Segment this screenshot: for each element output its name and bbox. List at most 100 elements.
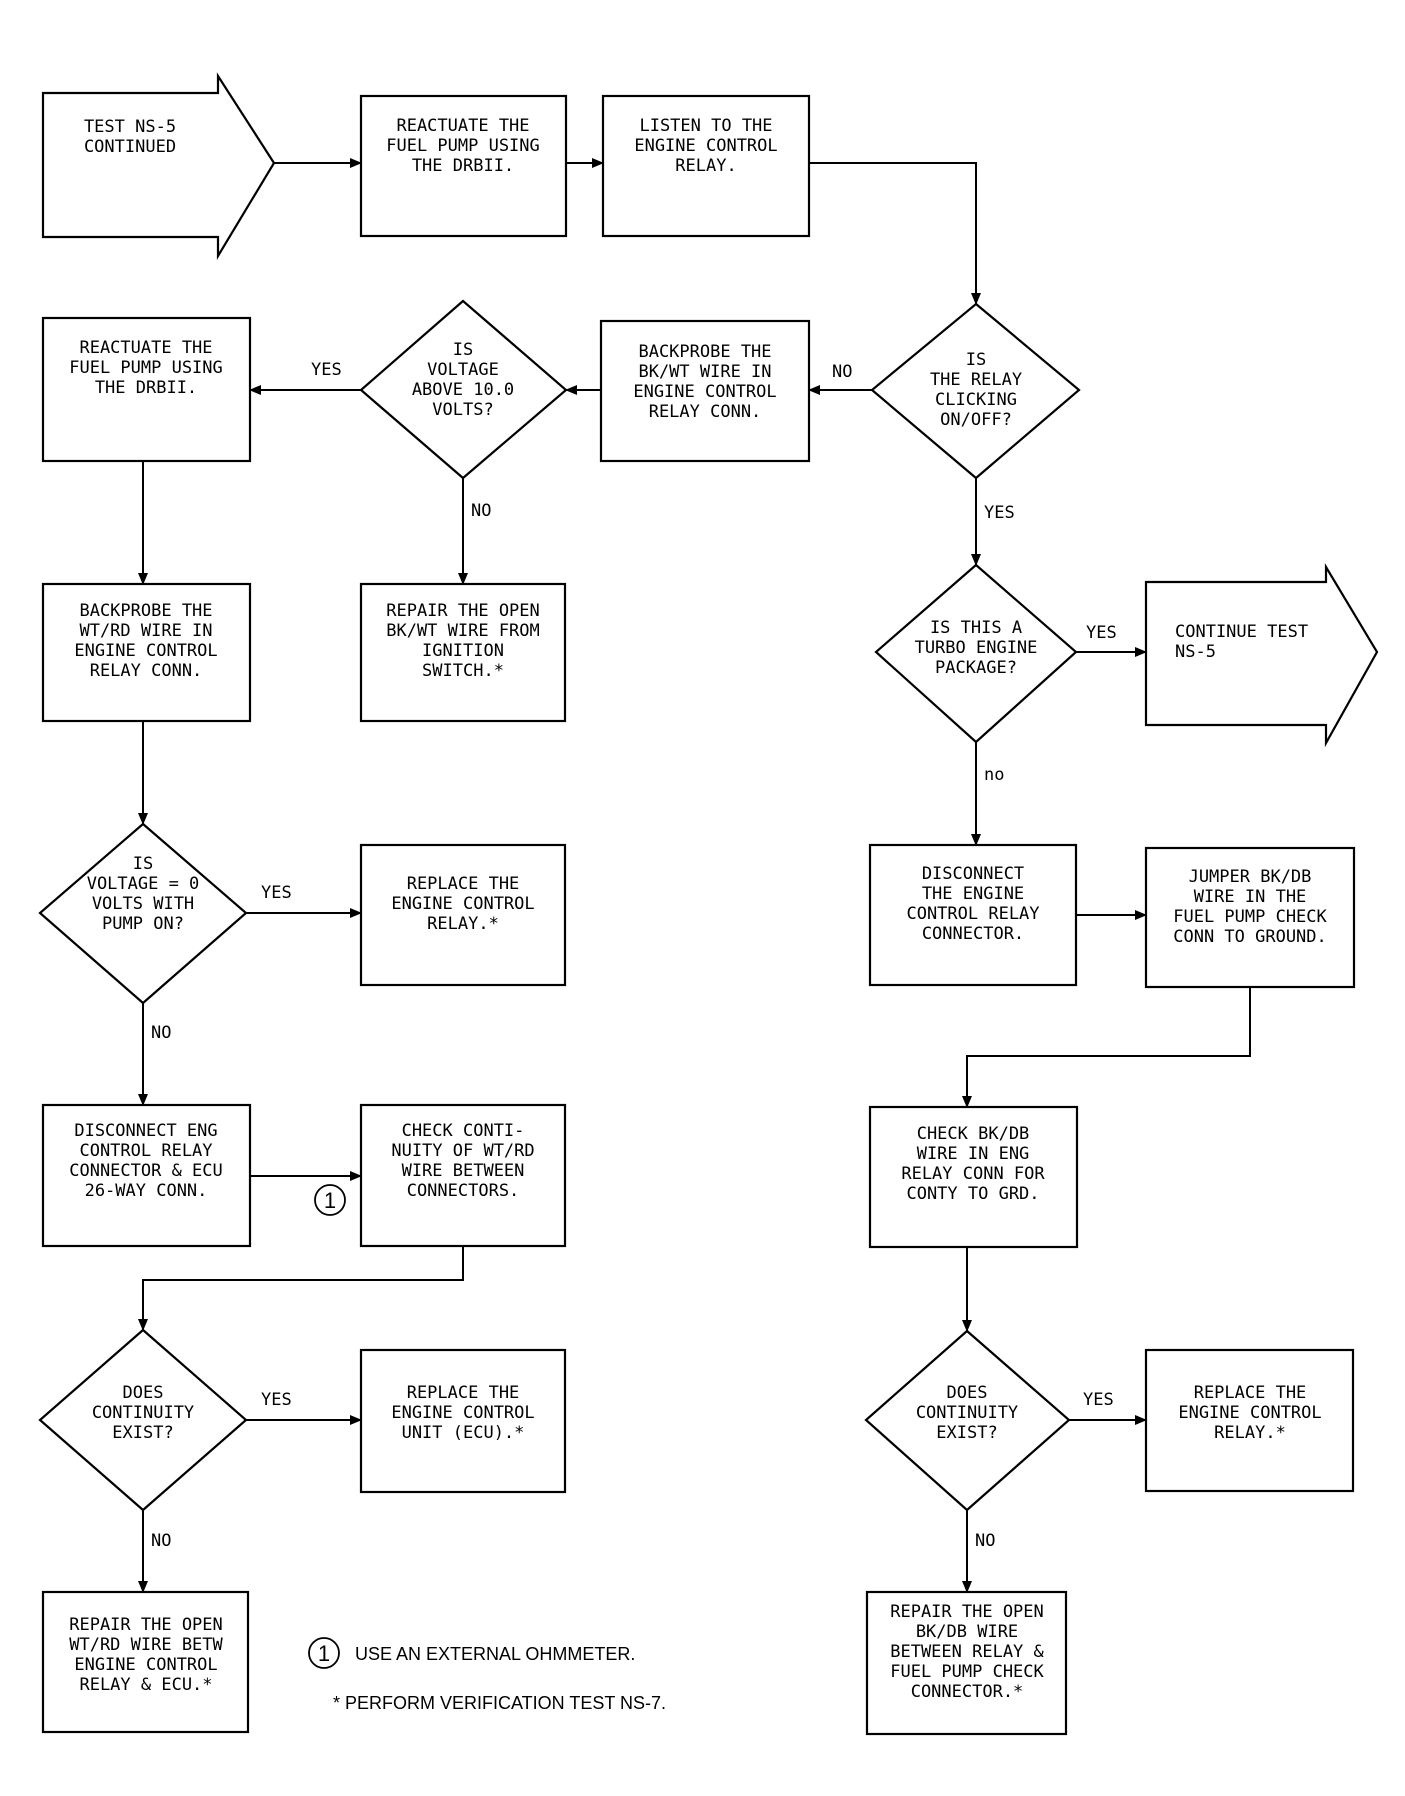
node-text-line: ENGINE CONTROL [391,894,534,914]
node-text-line: THE DRBII. [412,156,514,176]
node-text-line: ENGINE CONTROL [633,382,776,402]
continuity-right-diamond [864,1329,1071,1512]
node-text-line: REPAIR THE OPEN [69,1615,223,1635]
replace-relay-box-1 [359,843,567,987]
node-text-line: CONTROL RELAY [906,904,1039,924]
node-text-line: CLICKING [935,390,1017,410]
node-text-line: CONNECTOR.* [911,1682,1024,1702]
node-text-line: REPAIR THE OPEN [386,601,540,621]
node-text-line: BACKPROBE THE [638,342,771,362]
node-text-line: RELAY CONN. [90,661,203,681]
node-text-line: ABOVE 10.0 [412,380,514,400]
node-text-line: REPLACE THE [407,874,520,894]
node-text-line: VOLTAGE [427,360,499,380]
label-continuity-right-yes: YES [1083,1390,1114,1410]
node-text-line: ENGINE CONTROL [74,1655,217,1675]
node-text-line: CONTINUITY [92,1403,194,1423]
backprobe-wtrd-box [41,582,252,723]
node-text-line: CONTY TO GRD. [906,1184,1039,1204]
connector-lines [138,158,1251,1593]
turbo-diamond [874,563,1078,744]
node-text-line: PUMP ON? [102,914,184,934]
node-text-line: CONN TO GROUND. [1173,927,1327,947]
node-text-line: EXIST? [936,1423,997,1443]
edge-labels: NO YES YES NO YES NO YES NO YES no YES N… [151,360,1117,1551]
node-text-line: RELAY CONN FOR [901,1164,1045,1184]
label-voltage-zero-yes: YES [261,883,292,903]
node-text-line: 26-WAY CONN. [85,1181,208,1201]
node-text-line: ENGINE CONTROL [74,641,217,661]
node-text-line: IS THIS A [930,618,1022,638]
replace-ecu-box [359,1348,567,1494]
voltage-above-diamond [359,299,568,480]
node-text-line: RELAY.* [427,914,499,934]
footnote-verification: * PERFORM VERIFICATION TEST NS-7. [333,1693,666,1713]
label-continuity-right-no: NO [975,1531,995,1551]
label-voltage-above-yes: YES [311,360,342,380]
node-text-line: REACTUATE THE [79,338,212,358]
reactuate-fuel-pump-box-2 [41,316,252,463]
node-text-line: BK/WT WIRE FROM [386,621,540,641]
repair-bkdb-box [865,1590,1068,1736]
ohmmeter-marker: 1 [314,1184,346,1216]
node-text-line: FUEL PUMP CHECK [1173,907,1327,927]
node-text-line: BACKPROBE THE [79,601,212,621]
flowchart-shapes [38,72,1379,1736]
label-turbo-yes: YES [1086,623,1117,643]
node-text-line: CONTINUED [84,137,176,157]
relay-clicking-diamond [870,302,1081,480]
repair-bkwt-box [359,582,567,723]
node-text-line: WIRE BETWEEN [402,1161,525,1181]
node-text-line: TEST NS-5 [84,117,176,137]
node-text-line: NUITY OF WT/RD [391,1141,534,1161]
node-text-line: THE ENGINE [922,884,1024,904]
label-clicking-yes: YES [984,503,1015,523]
node-text-line: CHECK CONTI- [402,1121,525,1141]
node-text-line: EXIST? [112,1423,173,1443]
node-text-line: CHECK BK/DB [917,1124,1030,1144]
node-text-line: FUEL PUMP USING [69,358,223,378]
label-voltage-above-no: NO [471,501,491,521]
node-text-line: FUEL PUMP CHECK [890,1662,1044,1682]
connector-jumper-to-check [962,987,1251,1108]
node-text-line: CONTINUITY [916,1403,1018,1423]
check-continuity-wtrd-box [359,1103,567,1248]
node-text-line: CONNECTORS. [407,1181,520,1201]
node-text-line: IS [966,350,986,370]
check-bkdb-box [868,1105,1079,1249]
node-text-line: ON/OFF? [940,410,1012,430]
label-clicking-no: NO [832,362,852,382]
node-text-line: BK/WT WIRE IN [638,362,771,382]
continue-arrow-shape [1144,563,1379,748]
node-text-line: JUMPER BK/DB [1189,867,1312,887]
node-text-line: SWITCH.* [422,661,504,681]
listen-relay-box [601,94,811,238]
footnote-marker-number: 1 [318,1641,330,1666]
node-text-line: WIRE IN ENG [917,1144,1030,1164]
node-text-line: REACTUATE THE [396,116,529,136]
node-text-line: ENGINE CONTROL [391,1403,534,1423]
voltage-zero-diamond [38,822,248,1005]
node-text-line: DISCONNECT [922,864,1024,884]
repair-wtrd-box [41,1590,250,1734]
node-text-line: BK/DB WIRE [916,1622,1018,1642]
label-turbo-no: no [984,765,1004,785]
node-text-line: DISCONNECT ENG [74,1121,217,1141]
connector-check-to-continuity [138,1246,464,1331]
jumper-box [1144,846,1356,989]
ohmmeter-marker-number: 1 [324,1188,336,1213]
node-text-line: VOLTAGE = 0 [87,874,200,894]
